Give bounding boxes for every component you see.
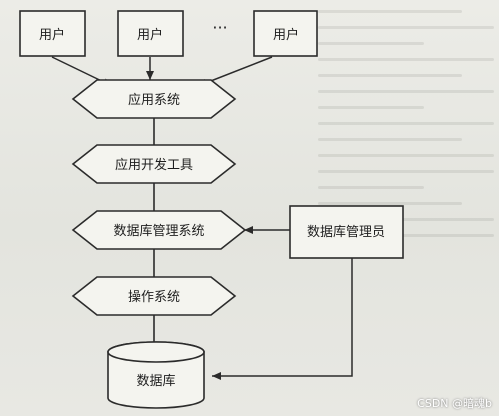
user-box-3	[253, 10, 318, 57]
layer-operating-system-label: 操作系统	[128, 289, 180, 305]
layer-application-system	[71, 79, 237, 119]
layer-application-system-label: 应用系统	[128, 92, 180, 108]
database-cylinder-top	[107, 341, 205, 363]
layer-operating-system	[71, 276, 237, 316]
user-ellipsis: ···	[212, 18, 227, 37]
database-label: 数据库	[136, 373, 175, 389]
background-page-text	[318, 0, 494, 416]
user-box-2	[117, 10, 184, 57]
user-box-1-label: 用户	[39, 27, 65, 43]
user-box-3-label: 用户	[273, 27, 299, 43]
layer-dev-tools	[71, 144, 237, 184]
layer-dev-tools-label: 应用开发工具	[115, 157, 193, 173]
dba-to-database-arrow	[212, 258, 353, 380]
dba-box	[289, 205, 404, 259]
dba-box-label: 数据库管理员	[307, 224, 385, 240]
user-box-2-label: 用户	[137, 27, 163, 43]
user-box-1	[19, 10, 86, 57]
watermark: CSDN @暗魂b	[417, 397, 492, 410]
layer-dbms	[71, 210, 247, 250]
layer-dbms-label: 数据库管理系统	[113, 223, 204, 239]
